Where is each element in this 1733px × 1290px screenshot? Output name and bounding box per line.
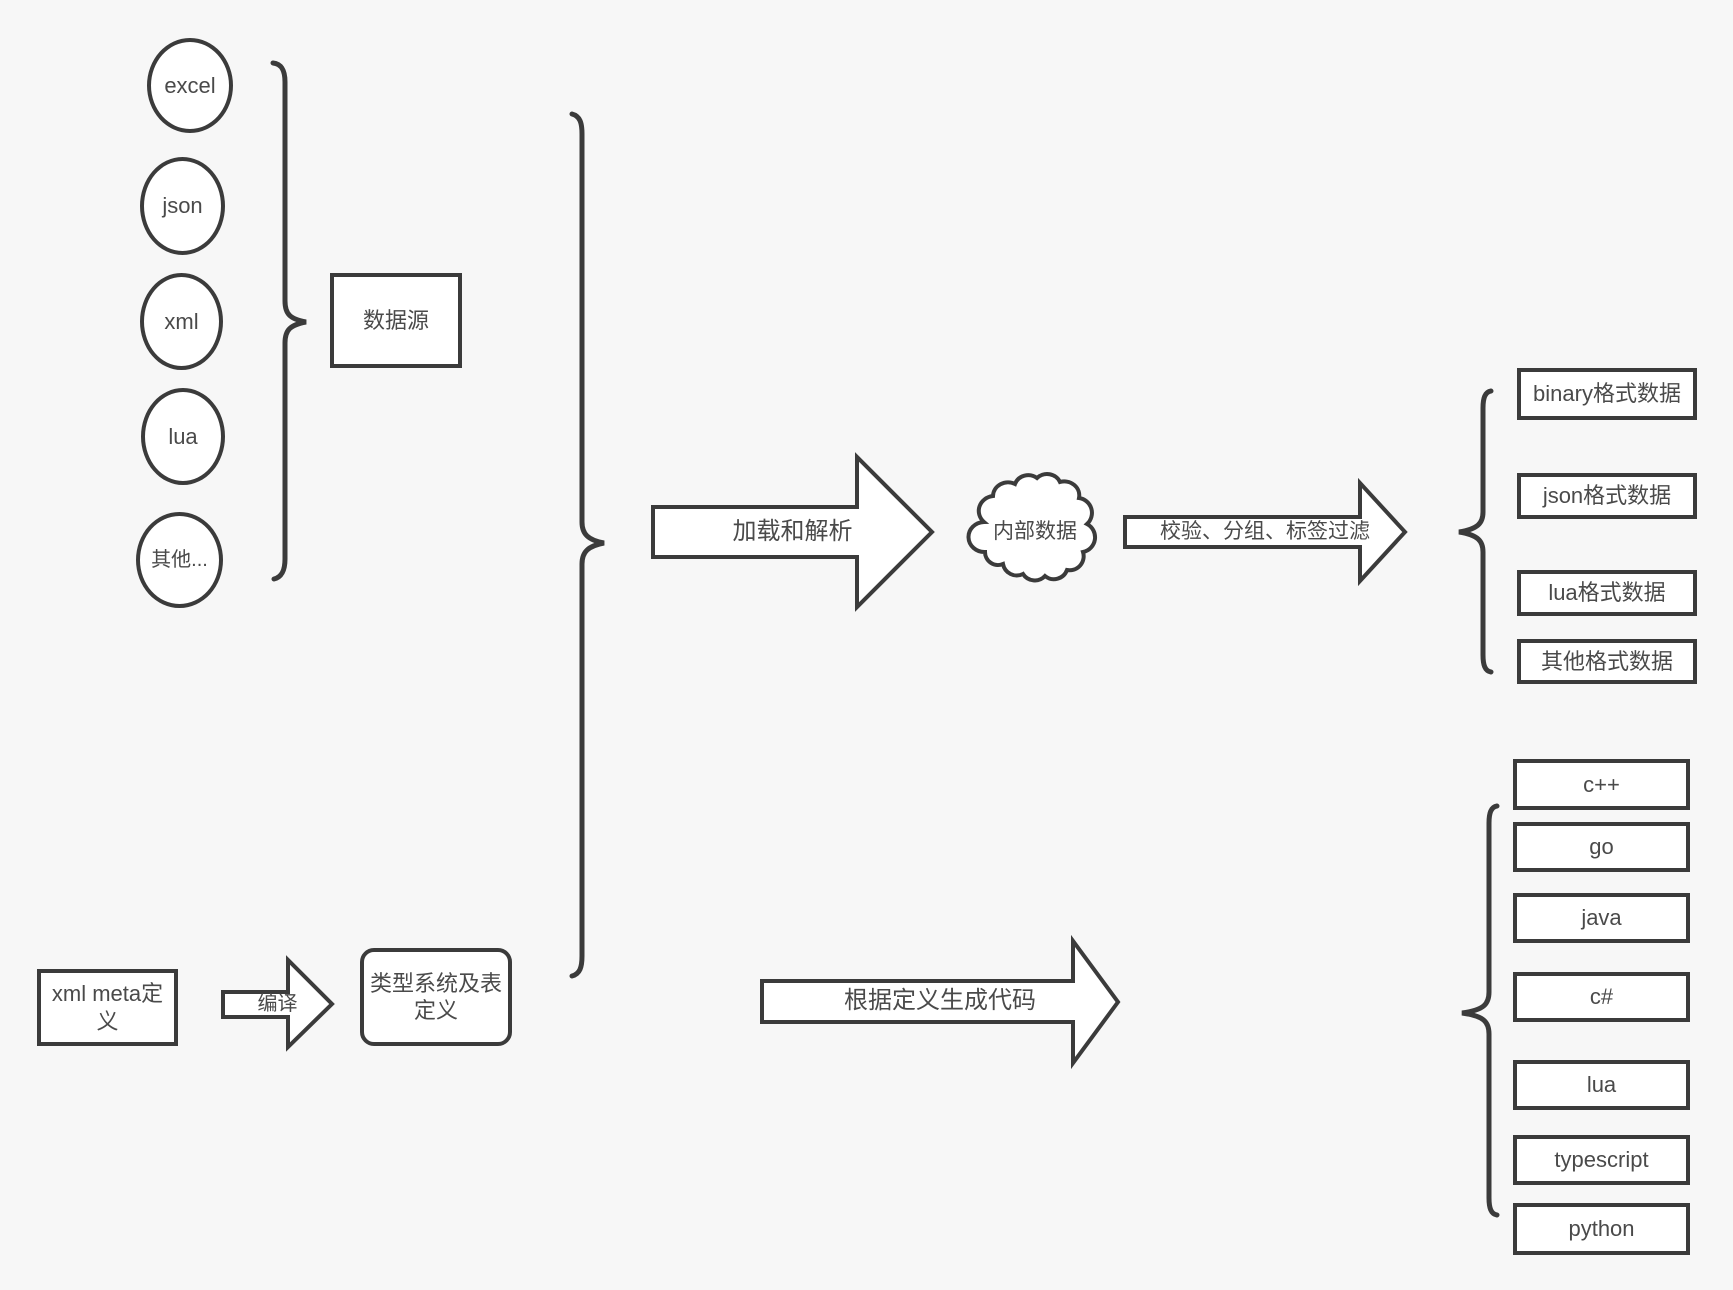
load-parse-arrow-shape [651, 452, 935, 612]
filter-arrow-shape [1123, 477, 1408, 587]
lang-box-lua: lua [1513, 1060, 1690, 1110]
format-box-json: json格式数据 [1517, 473, 1697, 519]
sources-brace [270, 60, 307, 582]
source-node-lua: lua [141, 388, 225, 485]
source-node-json: json [140, 157, 225, 255]
compile-arrow-shape [221, 955, 335, 1052]
xml-meta-box: xml meta定义 [37, 969, 178, 1046]
format-box-other: 其他格式数据 [1517, 639, 1697, 684]
format-box-lua: lua格式数据 [1517, 570, 1697, 616]
filter-arrow-label: 校验、分组、标签过滤 [1160, 520, 1370, 544]
internal-data-cloud-shape [966, 472, 1098, 583]
type-system-box: 类型系统及表定义 [360, 948, 512, 1046]
compile-arrow-label: 编译 [257, 993, 298, 1015]
format-box-binary: binary格式数据 [1517, 368, 1697, 420]
braces-group [270, 60, 1500, 1218]
source-node-other: 其他... [136, 512, 223, 608]
load-parse-arrow-label: 加载和解析 [732, 517, 853, 545]
main-left-brace [569, 111, 605, 979]
lang-box-csharp: c# [1513, 972, 1690, 1022]
source-node-xml: xml [140, 273, 223, 370]
codegen-arrow-label: 根据定义生成代码 [844, 987, 1036, 1015]
source-node-excel: excel [147, 38, 233, 133]
formats-brace [1458, 388, 1494, 675]
internal-data-label: 内部数据 [993, 520, 1077, 544]
datasource-box: 数据源 [330, 273, 462, 368]
arrows-group [221, 452, 1408, 1070]
languages-brace [1461, 803, 1500, 1218]
lang-box-go: go [1513, 822, 1690, 872]
lang-box-python: python [1513, 1203, 1690, 1255]
codegen-arrow-shape [760, 934, 1121, 1070]
lang-box-cpp: c++ [1513, 759, 1690, 810]
lang-box-java: java [1513, 893, 1690, 943]
lang-box-typescript: typescript [1513, 1135, 1690, 1185]
